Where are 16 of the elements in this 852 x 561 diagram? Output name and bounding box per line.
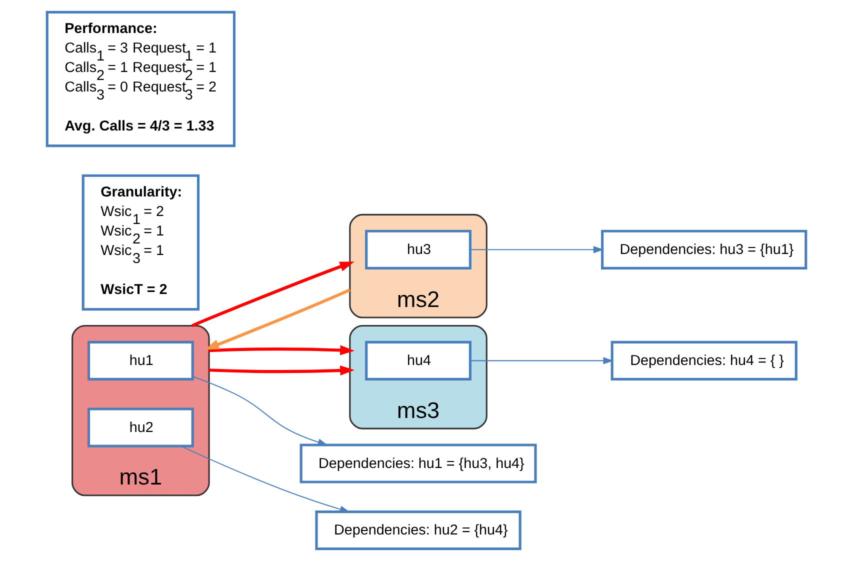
node-box: hu1	[86, 340, 194, 380]
arrow	[208, 365, 354, 376]
node-box: hu3	[364, 230, 471, 270]
arrow	[190, 262, 354, 328]
arrow	[180, 446, 350, 513]
arrow	[204, 288, 350, 350]
arrow	[208, 345, 354, 356]
node-box: Dependencies: hu4 = { }	[610, 340, 797, 380]
node-box: hu2	[86, 408, 194, 448]
node-box: Dependencies: hu1 = {hu3, hu4}	[299, 444, 536, 484]
arrow	[470, 357, 614, 364]
node-box: Dependencies: hu3 = {hu1}	[600, 230, 807, 270]
node-box: hu4	[364, 340, 471, 380]
arrow	[192, 376, 328, 446]
node-box: Dependencies: hu2 = {hu4}	[314, 510, 521, 550]
arrow	[470, 246, 604, 254]
